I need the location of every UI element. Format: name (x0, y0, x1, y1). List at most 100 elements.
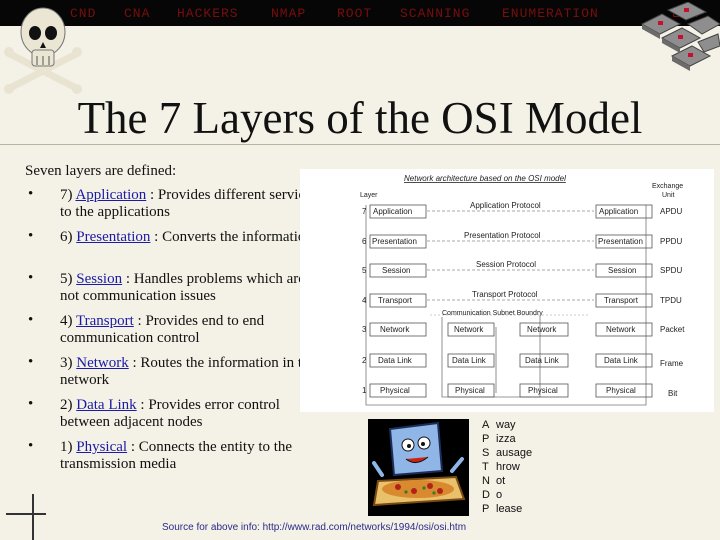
layer-number: 7) (60, 187, 73, 203)
diagram-right-box (595, 322, 653, 337)
diagram-left-label: Network (380, 325, 410, 334)
layer-description: : Routes the information in the network (60, 355, 317, 388)
layer-number: 2) (60, 397, 73, 413)
diagram-mid-label: Physical (455, 386, 485, 395)
mnemonic-letter: D (482, 489, 490, 501)
link-session[interactable]: Session (76, 271, 123, 287)
diagram-subnet-label: Communication Subnet Boundry (442, 310, 543, 317)
nav-item-scanning[interactable]: SCANNING (400, 6, 471, 21)
diagram-right-label: Network (606, 325, 636, 334)
link-data-link[interactable]: Data Link (76, 397, 137, 413)
osi-diagram: Network architecture based on the OSI mo… (300, 169, 714, 412)
mnemonic-word: hrow (496, 461, 520, 473)
nav-item-nmap[interactable]: NMAP (271, 6, 307, 21)
diagram-mid-box (519, 322, 569, 337)
diagram-title: Network architecture based on the OSI mo… (404, 174, 566, 183)
diagram-mid-label: Network (454, 325, 484, 334)
diagram-exchange-unit: Frame (660, 359, 684, 368)
diagram-right-box (595, 293, 653, 308)
diagram-mid-box (447, 322, 495, 337)
list-item-physical: 1) Physical : Connects the entity to the… (60, 439, 320, 473)
link-presentation[interactable]: Presentation (76, 229, 151, 245)
diagram-layer-number: 7 (362, 207, 367, 216)
diagram-left-box (369, 263, 427, 278)
layer-number: 4) (60, 313, 73, 329)
diagram-left-label: Session (382, 266, 410, 275)
diagram-right-box (595, 204, 653, 219)
diagram-layer-number: 1 (362, 386, 367, 395)
link-transport[interactable]: Transport (75, 313, 134, 329)
title-divider (0, 144, 720, 145)
diagram-layer-number: 3 (362, 325, 367, 334)
diagram-left-label: Application (373, 207, 412, 216)
pizza-box-illustration (368, 419, 469, 516)
bullet: • (28, 228, 34, 244)
diagram-right-box (595, 353, 653, 368)
diagram-mid-label: Network (527, 325, 557, 334)
diagram-exchange-heading: Exchange (652, 183, 683, 190)
osi-diagram-svg: Network architecture based on the OSI mo… (360, 174, 685, 406)
diagram-left-box (369, 322, 427, 337)
diagram-exchange-unit: APDU (660, 207, 682, 216)
diagram-right-label: Session (608, 266, 636, 275)
nav-item-hackers[interactable]: HACKERS (177, 6, 239, 21)
diagram-left-box (369, 353, 427, 368)
diagram-protocol-label: Application Protocol (470, 201, 541, 210)
link-physical[interactable]: Physical (76, 439, 128, 455)
bullet: • (28, 438, 34, 454)
diagram-left-box (369, 383, 427, 398)
diagram-mid-box (447, 353, 495, 368)
mnemonic-letter: N (482, 475, 490, 487)
top-banner (0, 0, 720, 26)
list-item-application: 7) Application : Provides different serv… (60, 187, 320, 221)
layer-description: : Connects the entity to the transmissio… (60, 439, 293, 472)
diagram-mid-box (519, 353, 569, 368)
diagram-exchange-unit: Packet (660, 325, 685, 334)
diagram-left-label: Presentation (372, 237, 417, 246)
corner-crosshair-vertical (32, 494, 34, 540)
diagram-protocol-label: Session Protocol (476, 260, 536, 269)
layer-description: : Converts the information (154, 229, 313, 245)
diagram-left-label: Physical (380, 386, 410, 395)
layer-description: : Provides different services to the app… (60, 187, 318, 220)
diagram-layer-number: 5 (362, 266, 367, 275)
mnemonic-letter: P (482, 503, 490, 515)
bullet: • (28, 270, 34, 286)
mnemonic-letter: A (482, 419, 490, 431)
diagram-exchange-unit: SPDU (660, 266, 682, 275)
bullet: • (28, 312, 34, 328)
diagram-layer-number: 4 (362, 296, 367, 305)
diagram-left-label: Data Link (378, 356, 413, 365)
diagram-right-label: Transport (604, 296, 639, 305)
nav-item-root[interactable]: ROOT (337, 6, 373, 21)
nav-item-cnd[interactable]: CND (70, 6, 97, 21)
diagram-protocol-label: Presentation Protocol (464, 231, 541, 240)
mnemonic-letter: T (482, 461, 489, 473)
link-application[interactable]: Application (75, 187, 147, 203)
layer-number: 1) (60, 439, 73, 455)
diagram-layer-heading: Layer (360, 192, 378, 199)
diagram-layer-number: 6 (362, 237, 367, 246)
source-link[interactable]: Source for above info: http://www.rad.co… (162, 522, 467, 533)
intro-text: Seven layers are defined: (25, 163, 177, 179)
list-item-network: 3) Network : Routes the information in t… (60, 355, 320, 389)
bullet: • (28, 396, 34, 412)
diagram-left-box (369, 234, 427, 249)
diagram-mid-label: Data Link (452, 356, 487, 365)
mnemonic-word: o (496, 489, 503, 501)
layer-description: : Provides end to end communication cont… (60, 313, 265, 346)
nav-item-cna[interactable]: CNA (124, 6, 151, 21)
diagram-protocol-label: Transport Protocol (472, 290, 538, 299)
nav-item-enumeration[interactable]: ENUMERATION (502, 6, 599, 21)
link-network[interactable]: Network (76, 355, 129, 371)
diagram-right-box (595, 383, 653, 398)
layer-number: 3) (60, 355, 73, 371)
layer-description: : Handles problems which are not communi… (60, 271, 305, 304)
mnemonic-word: ot (496, 475, 506, 487)
list-item-session: 5) Session : Handles problems which are … (60, 271, 320, 305)
diagram-right-box (595, 234, 653, 249)
list-item-transport: 4) Transport : Provides end to end commu… (60, 313, 320, 347)
